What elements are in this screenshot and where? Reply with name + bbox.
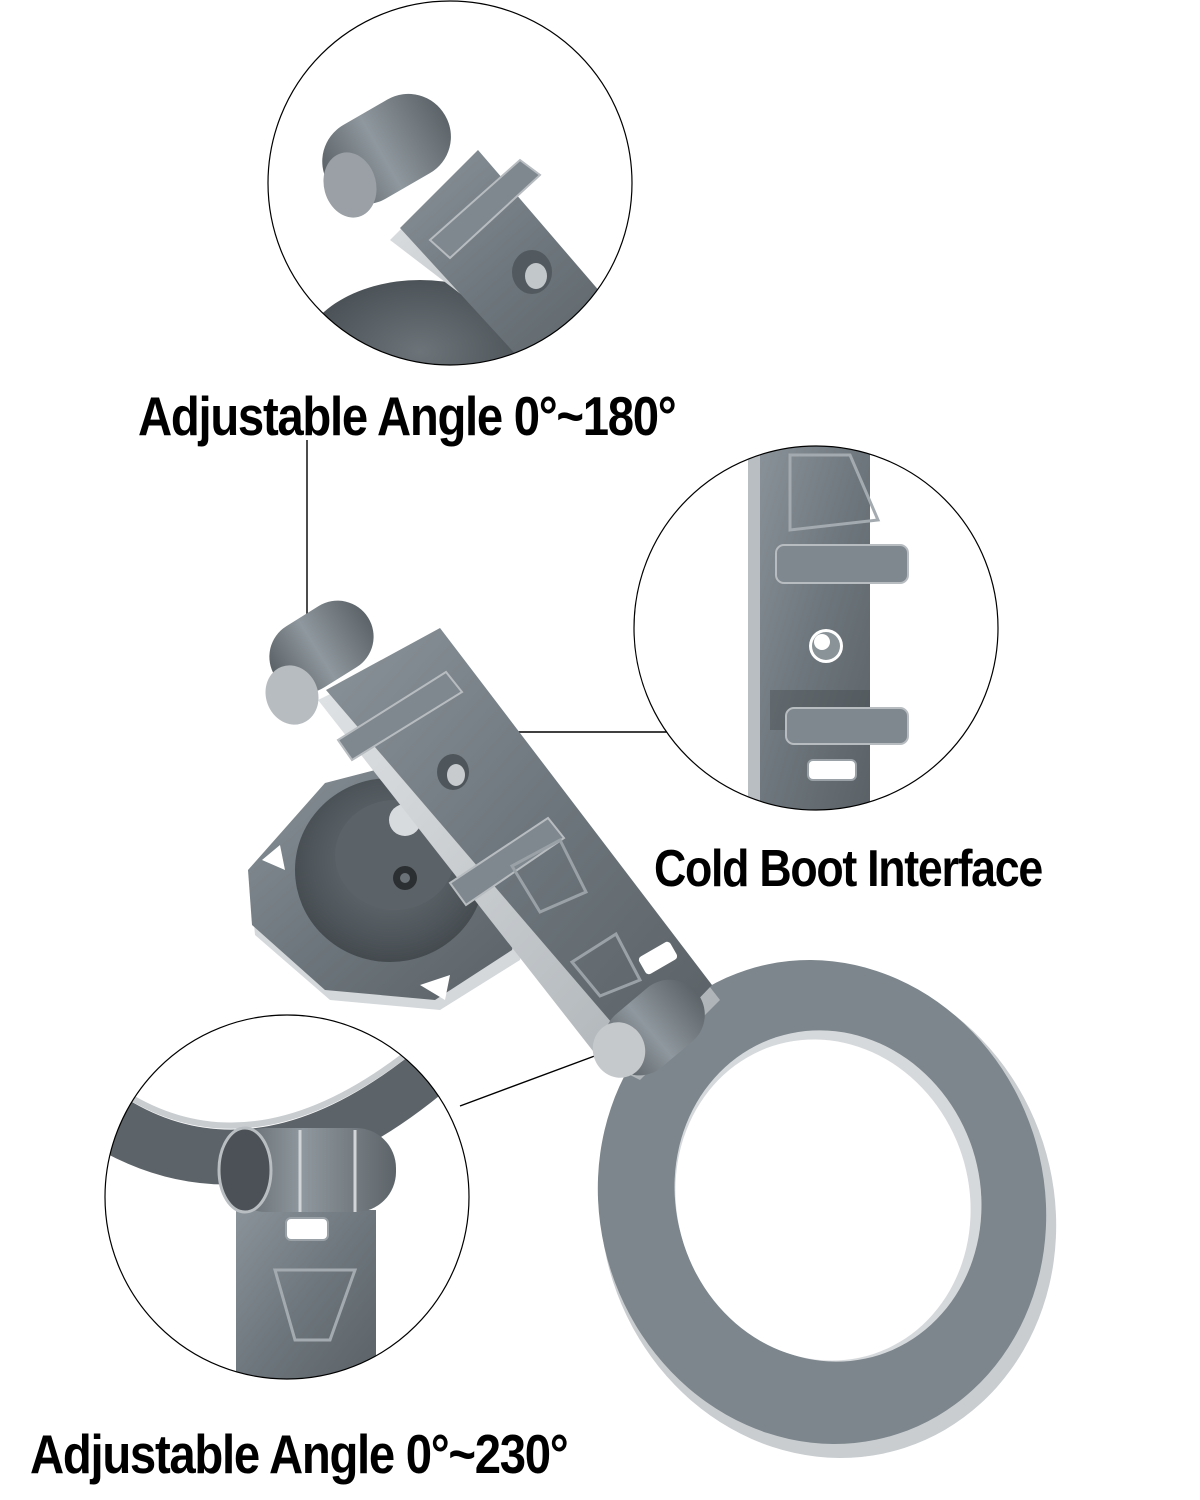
callout-circle-outline bbox=[267, 0, 633, 366]
callout-circle-outline bbox=[633, 445, 999, 811]
label-adjustable-angle-230: Adjustable Angle 0°~230° bbox=[30, 1423, 569, 1485]
label-cold-boot-interface: Cold Boot Interface bbox=[654, 840, 1043, 898]
callout-cold-boot bbox=[633, 445, 999, 811]
callout-bottom-hinge bbox=[104, 1014, 470, 1380]
leader-lines bbox=[306, 440, 668, 1107]
folding-arm bbox=[265, 600, 720, 1080]
label-adjustable-angle-180: Adjustable Angle 0°~180° bbox=[138, 385, 677, 447]
leader-line-bottom bbox=[459, 1053, 601, 1107]
callout-circle-outline bbox=[104, 1014, 470, 1380]
magnetic-ring bbox=[597, 960, 1057, 1458]
callout-top-hinge bbox=[267, 0, 633, 366]
